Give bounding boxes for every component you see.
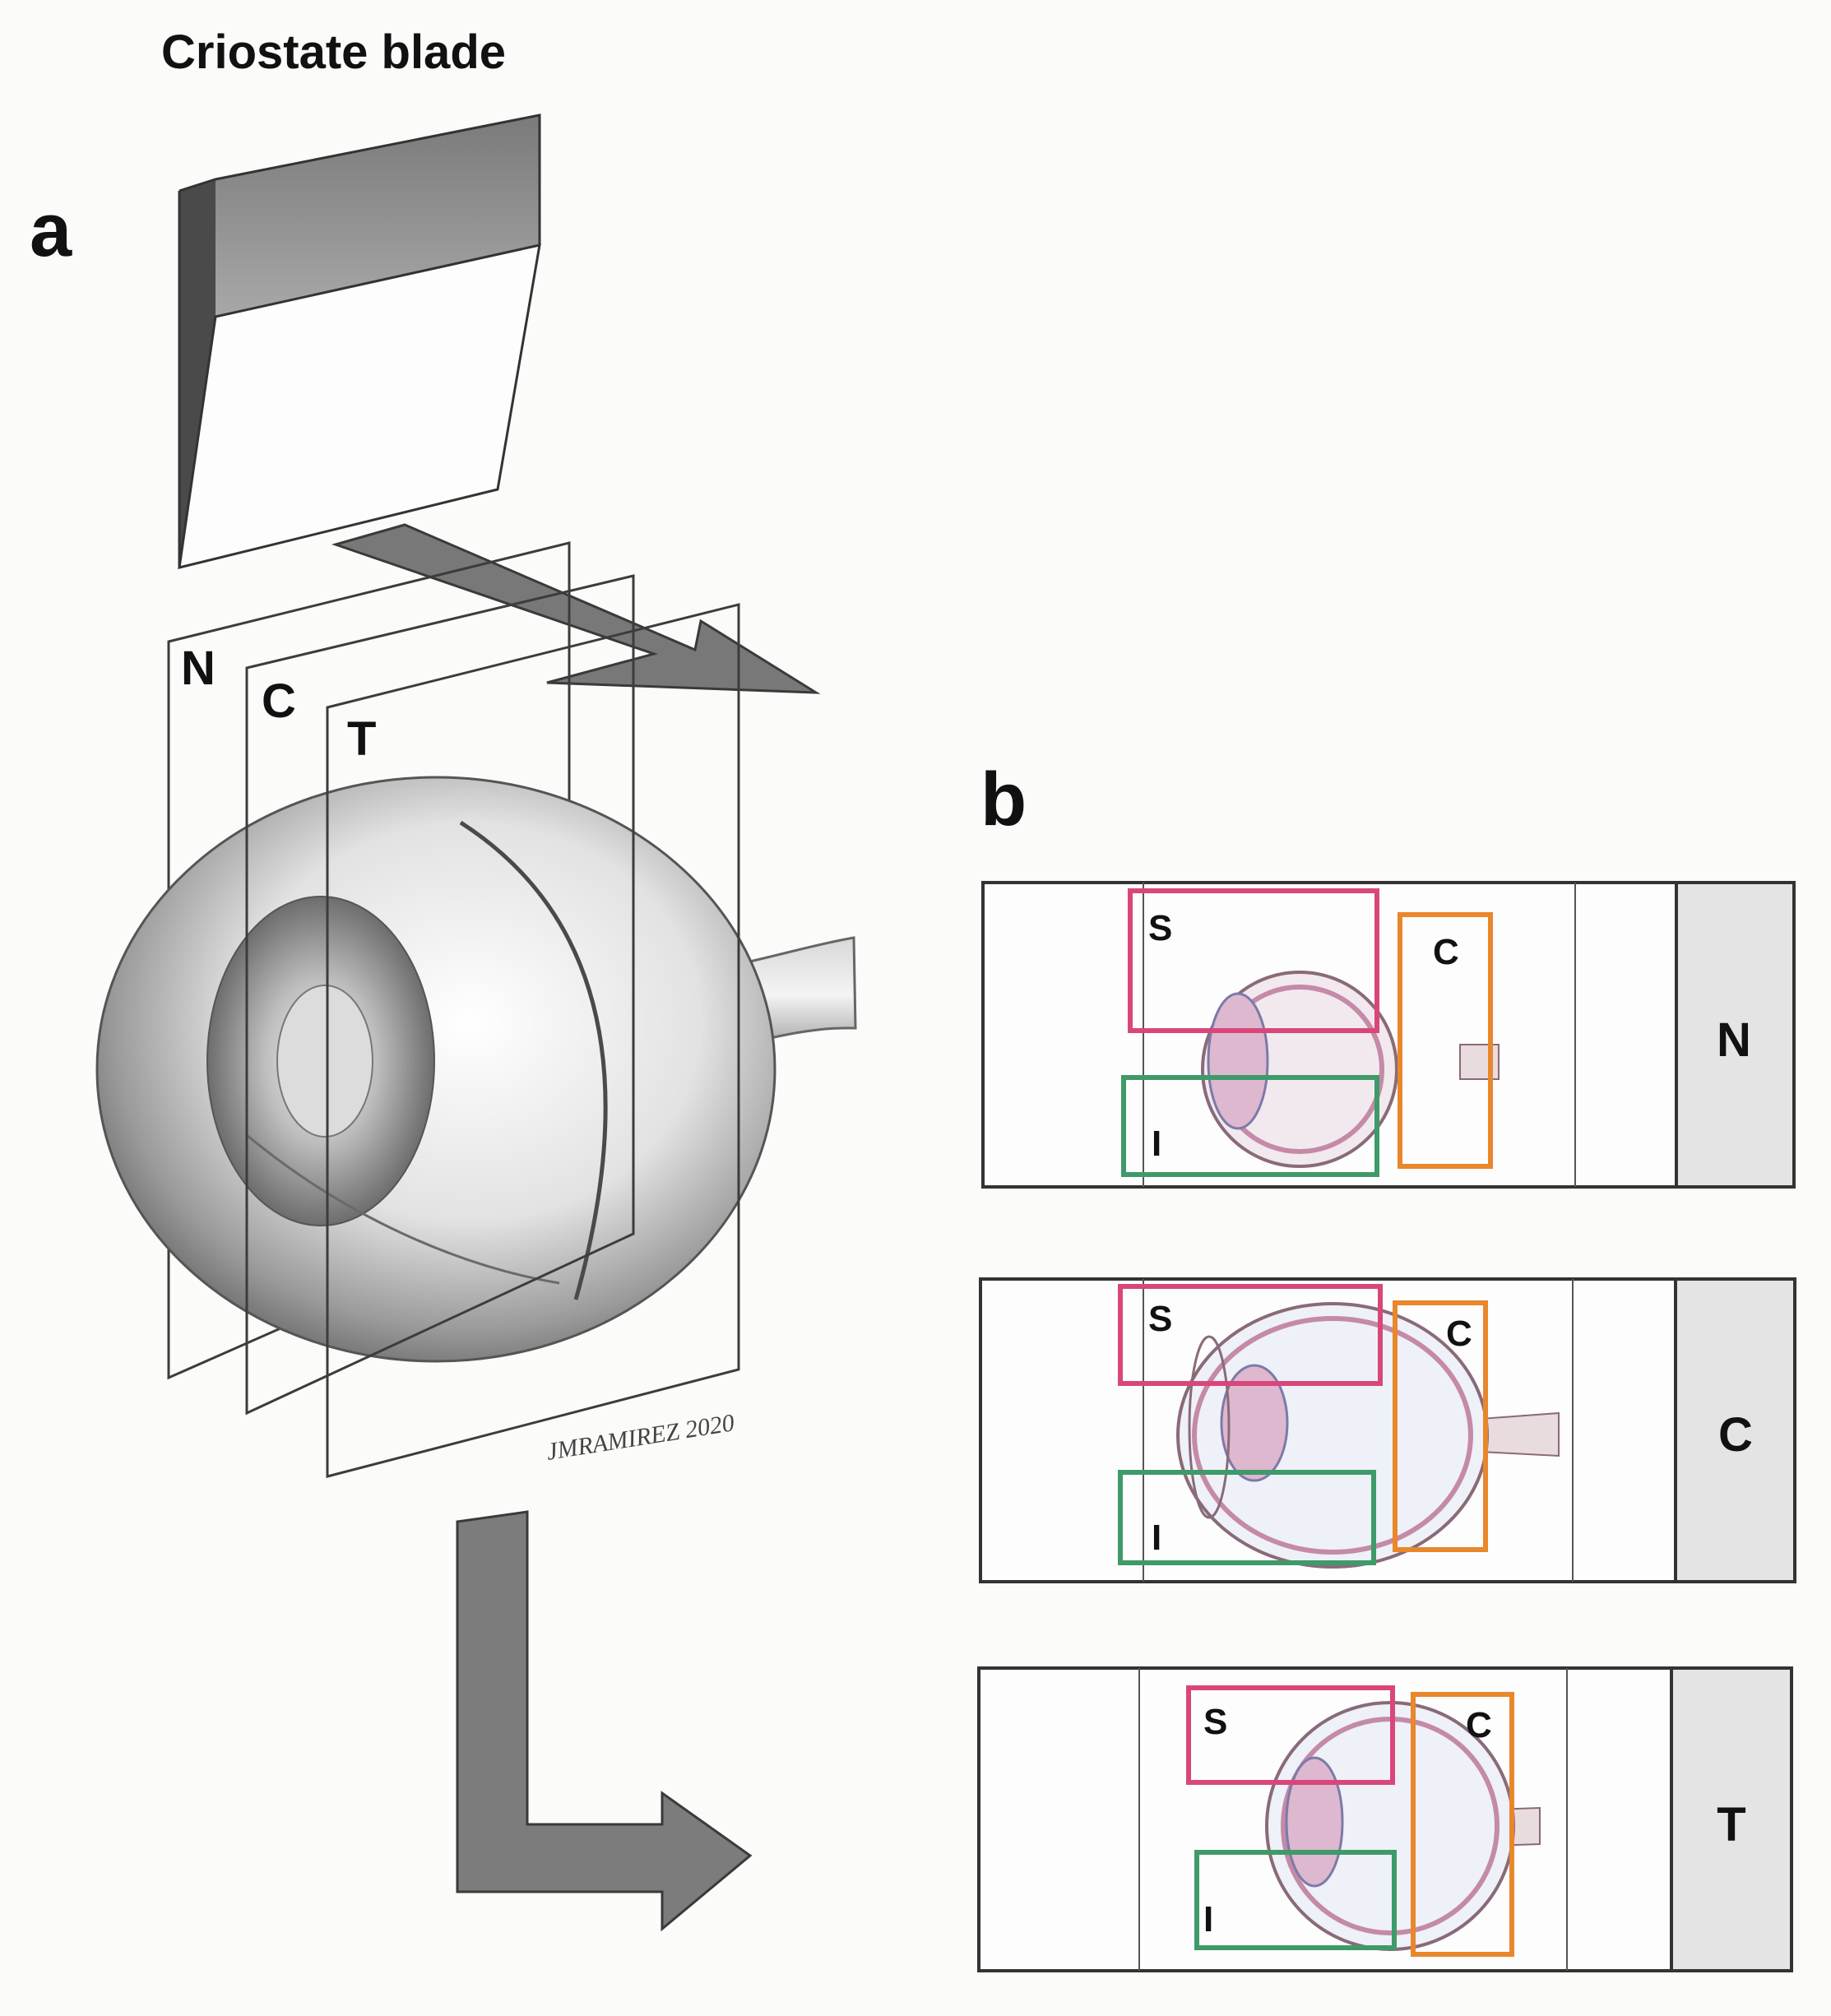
- panel-a-letter: a: [30, 188, 72, 272]
- region-label-s: S: [1148, 1299, 1172, 1339]
- artist-signature: JMRAMIREZ 2020: [545, 1409, 736, 1466]
- blade-icon: [178, 114, 541, 569]
- plane-t: [326, 603, 740, 1478]
- region-box-inferior: [1121, 1075, 1379, 1177]
- slide-t: S C I T: [977, 1666, 1793, 1972]
- region-box-central: [1411, 1692, 1514, 1957]
- plane-c: [245, 574, 635, 1416]
- region-label-s: S: [1148, 908, 1172, 948]
- region-box-superior: [1118, 1284, 1383, 1386]
- region-box-inferior: [1194, 1850, 1397, 1950]
- slide-label-c: C: [1718, 1408, 1753, 1462]
- arrow-icon: [456, 1510, 753, 1932]
- region-label-s: S: [1203, 1702, 1227, 1742]
- slide-label-t: T: [1717, 1798, 1745, 1851]
- arrow-icon: [331, 523, 821, 694]
- region-box-superior: [1186, 1685, 1395, 1785]
- plane-label-c: C: [262, 674, 296, 728]
- figure-title: Criostate blade: [161, 25, 506, 79]
- plane-label-n: N: [181, 642, 216, 695]
- eye-section-icon: [1201, 971, 1500, 1168]
- region-box-inferior: [1118, 1470, 1376, 1565]
- eye-globe-icon: [95, 776, 857, 1363]
- region-label-c: C: [1433, 932, 1459, 972]
- region-box-central: [1393, 1300, 1488, 1552]
- panel-b-letter: b: [980, 758, 1027, 841]
- region-label-i: I: [1203, 1899, 1213, 1940]
- eye-section-icon: [1176, 1302, 1560, 1569]
- slide-label-n: N: [1717, 1013, 1751, 1067]
- panel-b: S C I N S C I C: [977, 881, 1796, 1972]
- region-label-c: C: [1466, 1705, 1492, 1745]
- slide-c: S C I C: [979, 1277, 1796, 1583]
- panel-a: N C T JMRAMIREZ 2020: [95, 114, 857, 1932]
- region-box-superior: [1128, 888, 1379, 1033]
- region-label-i: I: [1152, 1124, 1161, 1164]
- plane-label-t: T: [347, 712, 376, 766]
- region-label-c: C: [1446, 1314, 1472, 1354]
- region-label-i: I: [1152, 1518, 1161, 1558]
- region-box-central: [1398, 912, 1493, 1169]
- slide-n: S C I N: [981, 881, 1796, 1189]
